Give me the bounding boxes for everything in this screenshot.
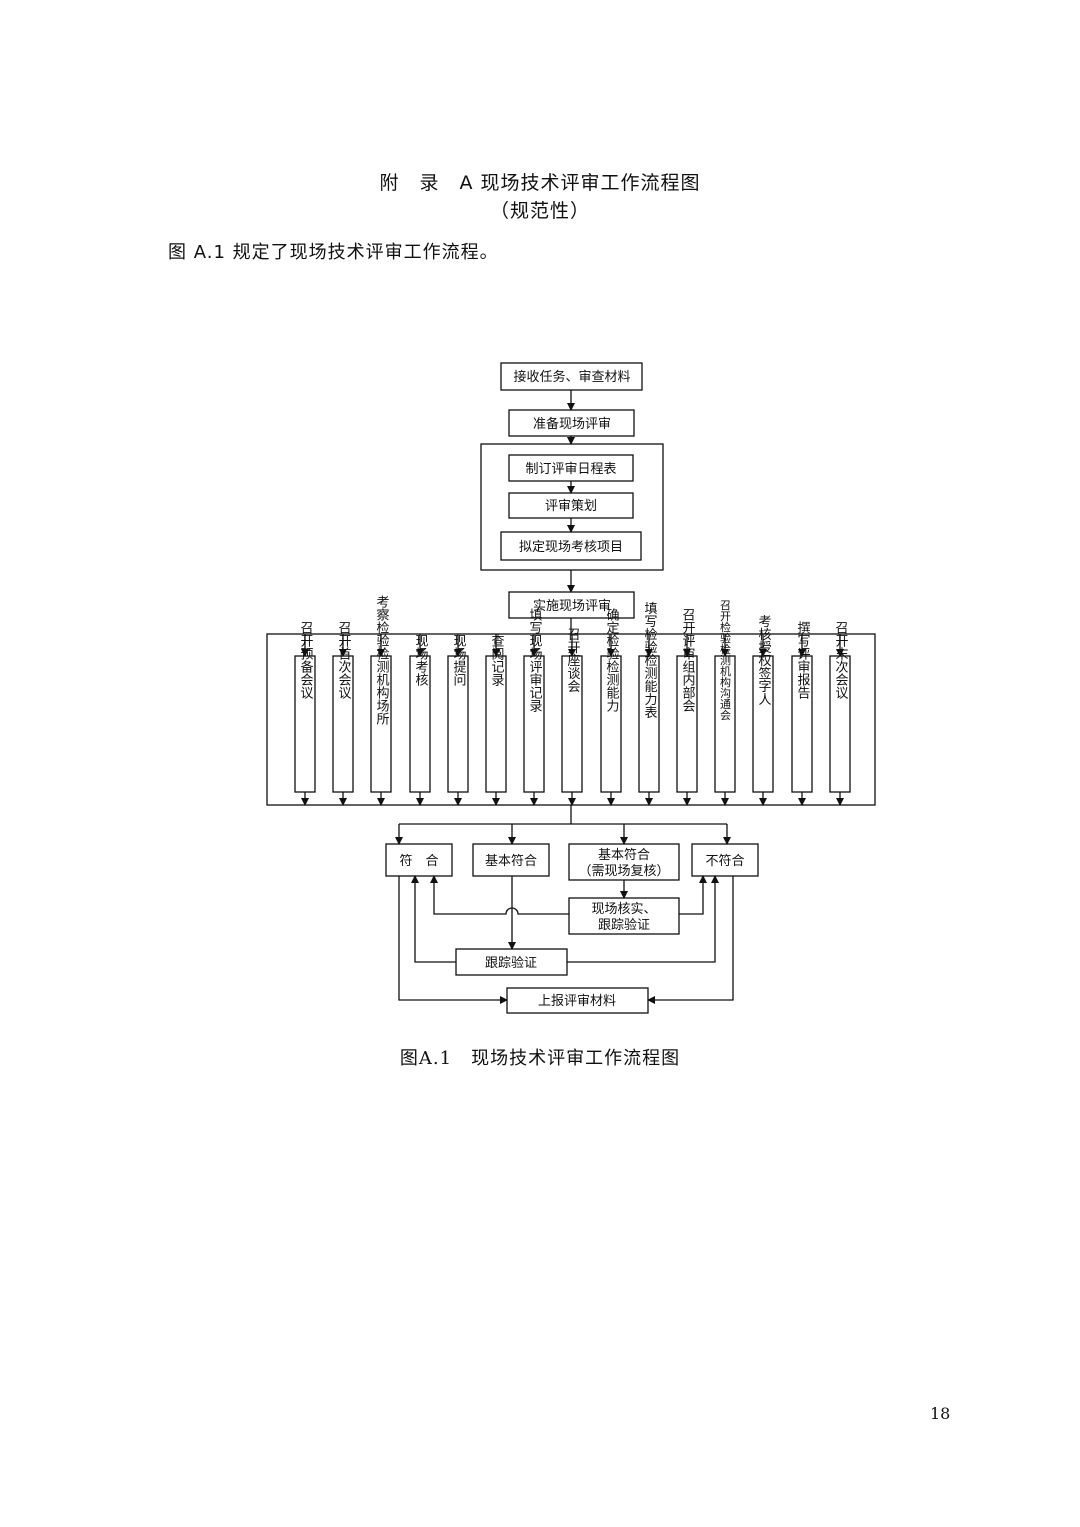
box-verify	[568, 897, 680, 935]
label-basic-conform: 基本符合	[485, 853, 537, 869]
activity-label-13: 考核授权签字人	[756, 615, 772, 706]
box-basic-conform	[472, 843, 550, 877]
activity-label-1: 召开预备会议	[298, 621, 314, 700]
box-projects	[500, 531, 642, 561]
activity-label-2: 召开首次会议	[336, 621, 352, 700]
arrow-nonconform-report	[647, 876, 734, 1004]
activity-label-5: 现场提问	[451, 634, 467, 687]
activity-label-9: 确定检验检测能力	[604, 608, 620, 713]
activity-label-3: 考察检验检测机构场所	[374, 595, 390, 725]
box-nonconform	[691, 843, 759, 877]
label-report: 上报评审材料	[538, 994, 616, 1009]
box-conform	[385, 843, 453, 877]
label-nonconform: 不符合	[705, 853, 744, 869]
activity-label-14: 撰写评审报告	[795, 621, 811, 699]
activity-label-6: 查阅记录	[489, 634, 505, 686]
label-planning: 评审策划	[545, 498, 597, 514]
arrow-tracking-conform	[411, 875, 456, 963]
figure-caption: 图A.1 现场技术评审工作流程图	[399, 1048, 681, 1069]
page-title: 附 录 A 现场技术评审工作流程图	[379, 172, 701, 194]
activity-label-11: 召开评审组内部会	[680, 608, 696, 712]
activity-label-8: 召开座谈会	[565, 628, 581, 693]
page-number: 18	[930, 1404, 951, 1423]
label-receive: 接收任务、审查材料	[513, 369, 630, 385]
label-basic-conform-review-2: （需现场复核）	[578, 864, 669, 879]
label-schedule: 制订评审日程表	[525, 462, 616, 477]
label-verify-2: 跟踪验证	[598, 917, 650, 933]
activity-label-7: 填写现场评审记录	[527, 608, 543, 712]
label-projects: 拟定现场考核项目	[519, 540, 623, 555]
activity-label-4: 现场考核	[413, 634, 429, 686]
activity-label-12: 召开检验检测机构沟通会	[719, 600, 732, 721]
arrow-conform-report	[398, 876, 508, 1004]
label-verify-1: 现场核实、	[591, 902, 656, 917]
label-conform: 符 合	[399, 853, 438, 869]
label-basic-conform-review-1: 基本符合	[598, 847, 650, 863]
activity-label-15: 召开末次会议	[833, 621, 849, 700]
arrow-verify-conform	[430, 875, 569, 915]
intro-text: 图 A.1 规定了现场技术评审工作流程。	[168, 242, 499, 263]
prepare-group-frame	[480, 443, 664, 571]
label-implement: 实施现场评审	[533, 599, 611, 614]
activity-label-10: 填写检验检测能力表	[642, 602, 658, 719]
arrow-tracking-nonconform	[567, 875, 719, 963]
page-subtitle: （规范性）	[489, 200, 590, 222]
label-prepare: 准备现场评审	[533, 416, 611, 432]
label-tracking: 跟踪验证	[485, 955, 537, 971]
arrow-verify-nonconform	[679, 875, 707, 915]
